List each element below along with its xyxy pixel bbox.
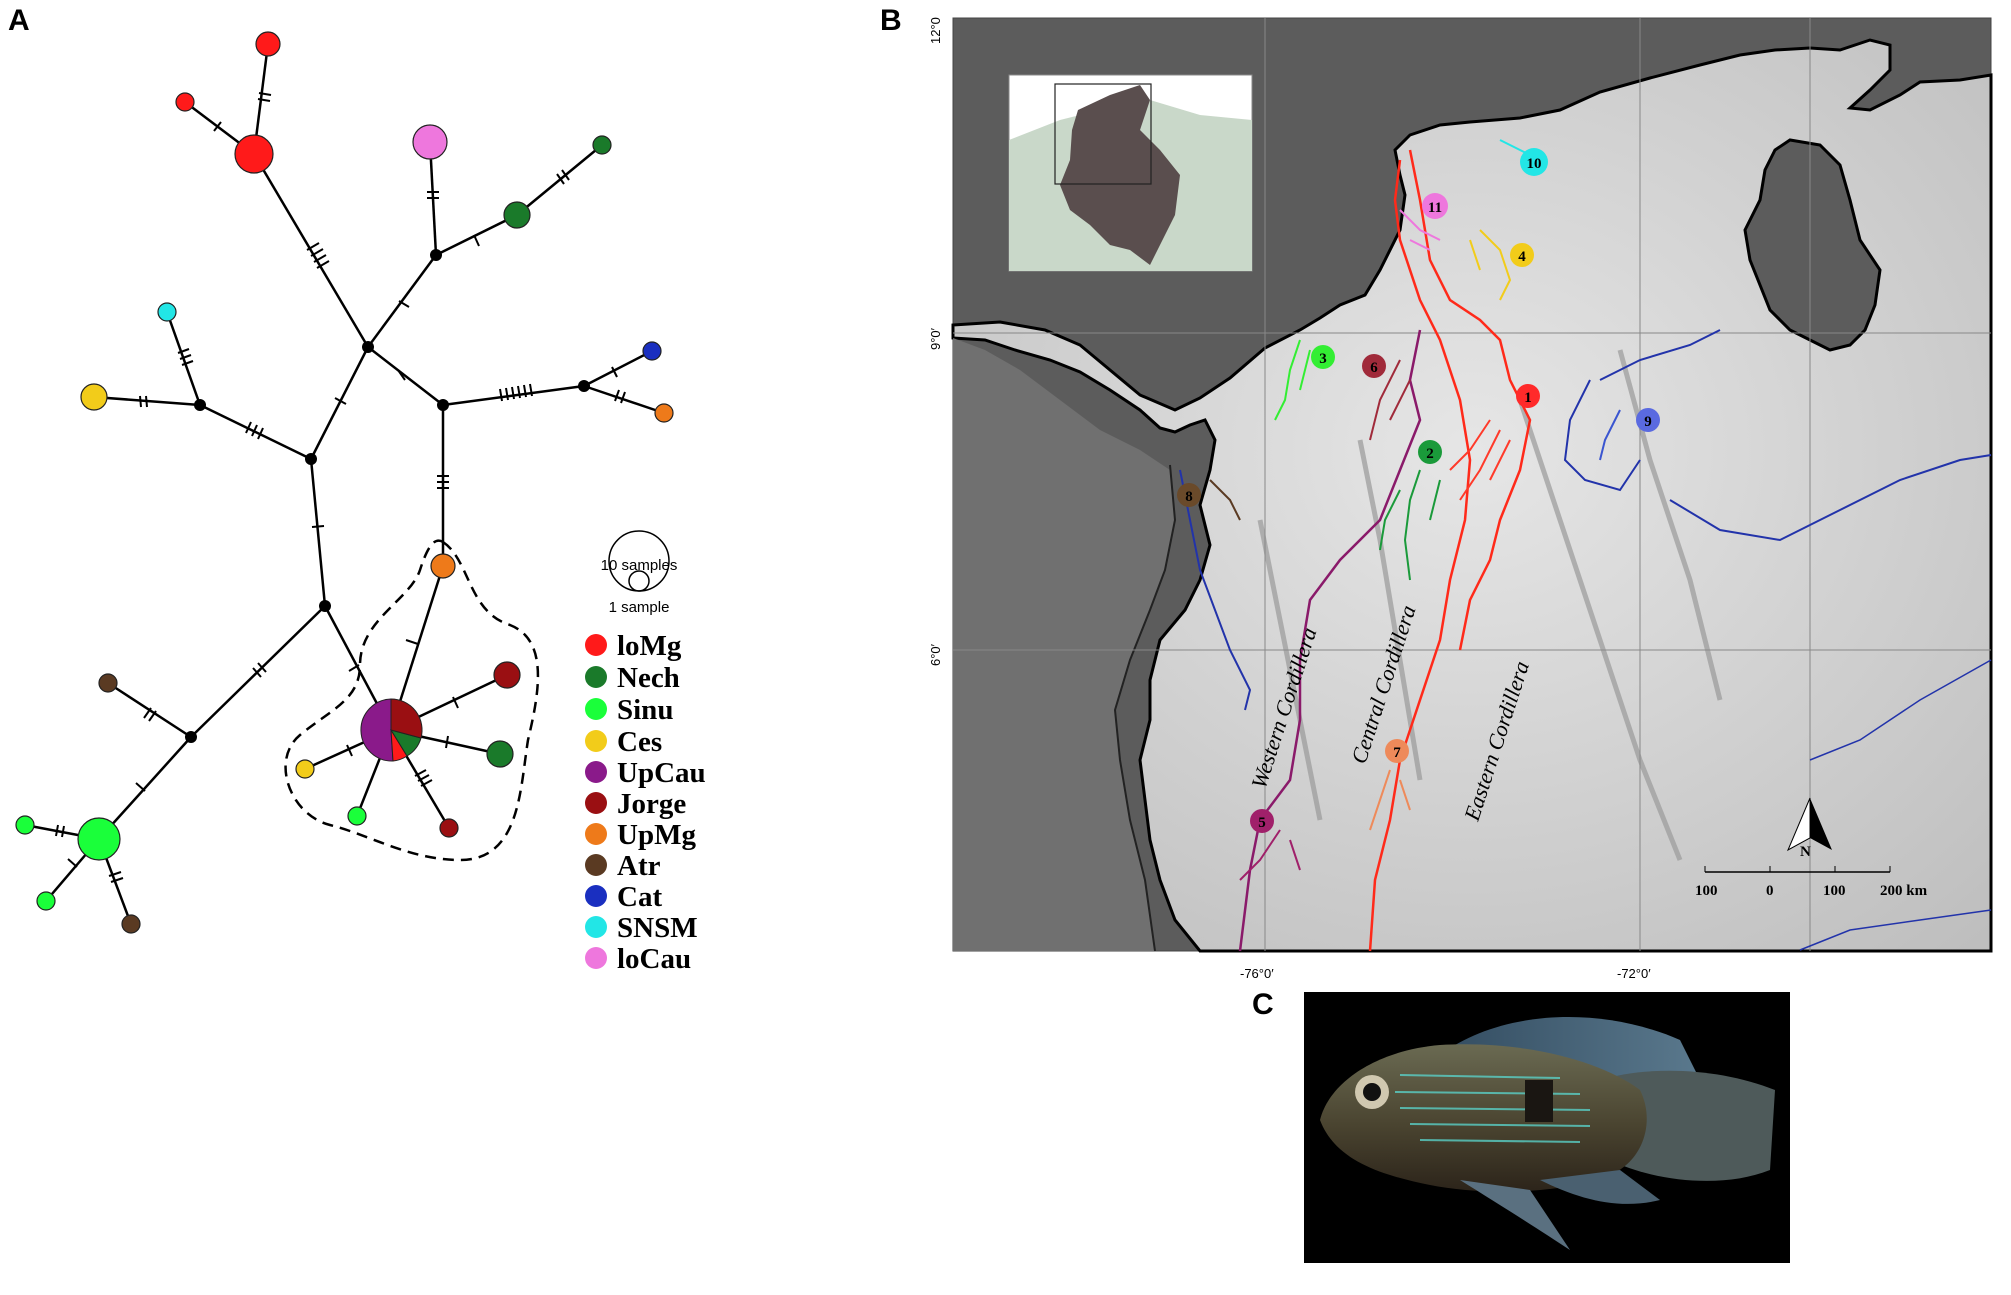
- legend-swatch-9: [585, 916, 607, 938]
- legend-label-5: Jorge: [617, 788, 686, 820]
- lat-label-9: 9°0′: [928, 327, 943, 350]
- node-snsm: [157, 302, 177, 322]
- site-1: 1: [1524, 390, 1532, 406]
- legend-swatch-5: [585, 792, 607, 814]
- node-sinu: [347, 806, 367, 826]
- legend-label-1: Nech: [617, 662, 680, 694]
- edge: [516, 144, 603, 216]
- site-9: 9: [1644, 414, 1652, 430]
- node-locau: [412, 124, 448, 160]
- node-nech: [486, 740, 514, 768]
- legend-swatch-10: [585, 947, 607, 969]
- site-3: 3: [1319, 351, 1327, 367]
- legend-label-9: SNSM: [617, 912, 698, 944]
- size-legend-large: 10 samples: [601, 557, 678, 574]
- site-2: 2: [1426, 446, 1434, 462]
- edge: [309, 458, 327, 607]
- node-cat: [642, 341, 662, 361]
- scale-100-right: 100: [1823, 883, 1846, 899]
- edge: [252, 153, 370, 348]
- lon-label-76: -76°0′: [1240, 966, 1274, 981]
- median-vectors: [185, 249, 590, 743]
- node-ces: [295, 759, 315, 779]
- site-4: 4: [1518, 249, 1526, 265]
- node-ces: [80, 383, 108, 411]
- mutation-ticks: [55, 92, 626, 883]
- legend-swatch-1: [585, 666, 607, 688]
- legend-swatch-7: [585, 854, 607, 876]
- node-atr: [121, 914, 141, 934]
- node-sinu: [77, 817, 121, 861]
- legend-label-8: Cat: [617, 881, 662, 913]
- panel-b-letter: B: [880, 4, 902, 37]
- edge: [435, 213, 518, 257]
- north-label: N: [1800, 844, 1811, 860]
- legend-swatch-4: [585, 761, 607, 783]
- scale-0: 0: [1766, 883, 1774, 899]
- node-upmg: [430, 553, 456, 579]
- pie-node-mixed: [360, 698, 423, 762]
- panel-a-letter: A: [8, 4, 30, 37]
- edge: [583, 349, 653, 388]
- map: Western Cordillera Central Cordillera Ea…: [928, 17, 1993, 981]
- legend-swatch-3: [585, 730, 607, 752]
- node-sinu: [36, 891, 56, 911]
- legend-swatch-8: [585, 885, 607, 907]
- node-sinu: [15, 815, 35, 835]
- edge: [367, 346, 444, 406]
- legend-label-7: Atr: [617, 850, 661, 882]
- site-8: 8: [1185, 489, 1193, 505]
- edge: [199, 403, 312, 461]
- legend-label-6: UpMg: [617, 819, 696, 851]
- legend-label-10: loCau: [617, 943, 691, 975]
- node-nech: [503, 201, 531, 229]
- scale-100-left: 100: [1695, 883, 1718, 899]
- legend-swatch-6: [585, 823, 607, 845]
- node-jorge: [493, 661, 521, 689]
- legend-swatch-2: [585, 698, 607, 720]
- node-lomg: [175, 92, 195, 112]
- panel-c-letter: C: [1252, 988, 1274, 1021]
- site-11: 11: [1428, 200, 1442, 216]
- node-jorge: [439, 818, 459, 838]
- north-arrow-icon: N: [1786, 797, 1832, 860]
- site-7: 7: [1393, 745, 1401, 761]
- site-6: 6: [1370, 360, 1378, 376]
- edge: [190, 605, 326, 738]
- color-legend: loMg Nech Sinu Ces UpCau Jorge UpMg Atr …: [585, 630, 706, 975]
- node-lomg: [234, 134, 274, 174]
- scale-bar: 100 0 100 200 km: [1695, 866, 1928, 899]
- node-lomg: [255, 31, 281, 57]
- edge: [98, 736, 192, 840]
- legend-label-3: Ces: [617, 726, 662, 758]
- node-atr: [98, 673, 118, 693]
- haplotype-network: [24, 43, 665, 925]
- site-10: 10: [1527, 156, 1542, 172]
- edge: [309, 346, 370, 460]
- legend-label-2: Sinu: [617, 694, 673, 726]
- size-legend: 10 samples 1 sample: [601, 530, 678, 616]
- node-upmg: [654, 403, 674, 423]
- legend-label-4: UpCau: [617, 757, 706, 789]
- lat-label-6: 6°0′: [928, 643, 943, 666]
- inset-map: [1008, 74, 1253, 272]
- fish-photo: [1304, 992, 1790, 1263]
- lon-label-72: -72°0′: [1617, 966, 1651, 981]
- scale-200km: 200 km: [1880, 883, 1928, 899]
- legend-swatch-0: [585, 634, 607, 656]
- lat-label-12: 12°0: [928, 17, 943, 44]
- size-legend-small: 1 sample: [609, 599, 670, 616]
- haplotype-nodes: [15, 31, 674, 934]
- edge: [366, 254, 438, 348]
- legend-label-0: loMg: [617, 630, 682, 662]
- node-nech: [592, 135, 612, 155]
- edge: [583, 384, 665, 415]
- site-5: 5: [1258, 815, 1266, 831]
